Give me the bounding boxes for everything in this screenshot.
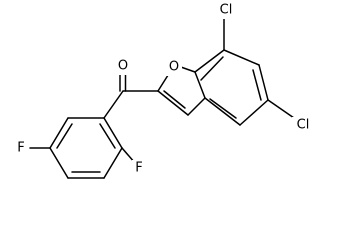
difluorophenyl-ring bbox=[29, 117, 136, 179]
fluorine-5-label: F bbox=[17, 141, 24, 156]
phenyl-bond-5 bbox=[103, 147, 123, 179]
molecule-drawing: O O Cl Cl F F bbox=[14, 2, 314, 179]
benzo-ring bbox=[194, 17, 295, 126]
phenyl-inner-bond-c bbox=[99, 123, 116, 149]
benzo-bond-5 bbox=[204, 97, 241, 126]
benzo-inner-bond-c bbox=[209, 98, 237, 119]
furan-bond-c7a-c3a bbox=[194, 71, 206, 99]
benzo-bond-4 bbox=[239, 99, 269, 126]
phenyl-bond-6 bbox=[103, 117, 123, 149]
fluorine-2-label: F bbox=[135, 161, 142, 176]
bond-carbonyl-to-phenyl bbox=[103, 90, 124, 119]
structure-diagram: O O Cl Cl F F bbox=[14, 2, 314, 179]
benzo-inner-bond-b bbox=[252, 69, 262, 101]
chlorine-5-label: Cl bbox=[297, 118, 310, 133]
phenyl-bond-3 bbox=[49, 147, 69, 179]
benzo-bond-3 bbox=[258, 64, 269, 101]
atom-labels: O O Cl Cl F F bbox=[14, 2, 314, 177]
benzo-inner-bond-a bbox=[200, 56, 224, 81]
benzo-bond-2 bbox=[223, 49, 260, 66]
chlorine-7-label: Cl bbox=[220, 3, 233, 18]
furan-oxygen-label: O bbox=[169, 60, 179, 75]
furan-bond-c3-c2 bbox=[157, 90, 189, 116]
phenyl-bond-2 bbox=[49, 117, 69, 149]
carbonyl-group bbox=[103, 72, 159, 119]
phenyl-inner-bond-a bbox=[56, 123, 73, 149]
furan-inner-double-bond bbox=[163, 90, 186, 109]
carbonyl-oxygen-label: O bbox=[118, 59, 128, 74]
benzo-bond-1 bbox=[194, 49, 225, 73]
furan-bond-c3a-c3 bbox=[187, 97, 206, 116]
bond-to-chlorine-5 bbox=[267, 99, 295, 119]
